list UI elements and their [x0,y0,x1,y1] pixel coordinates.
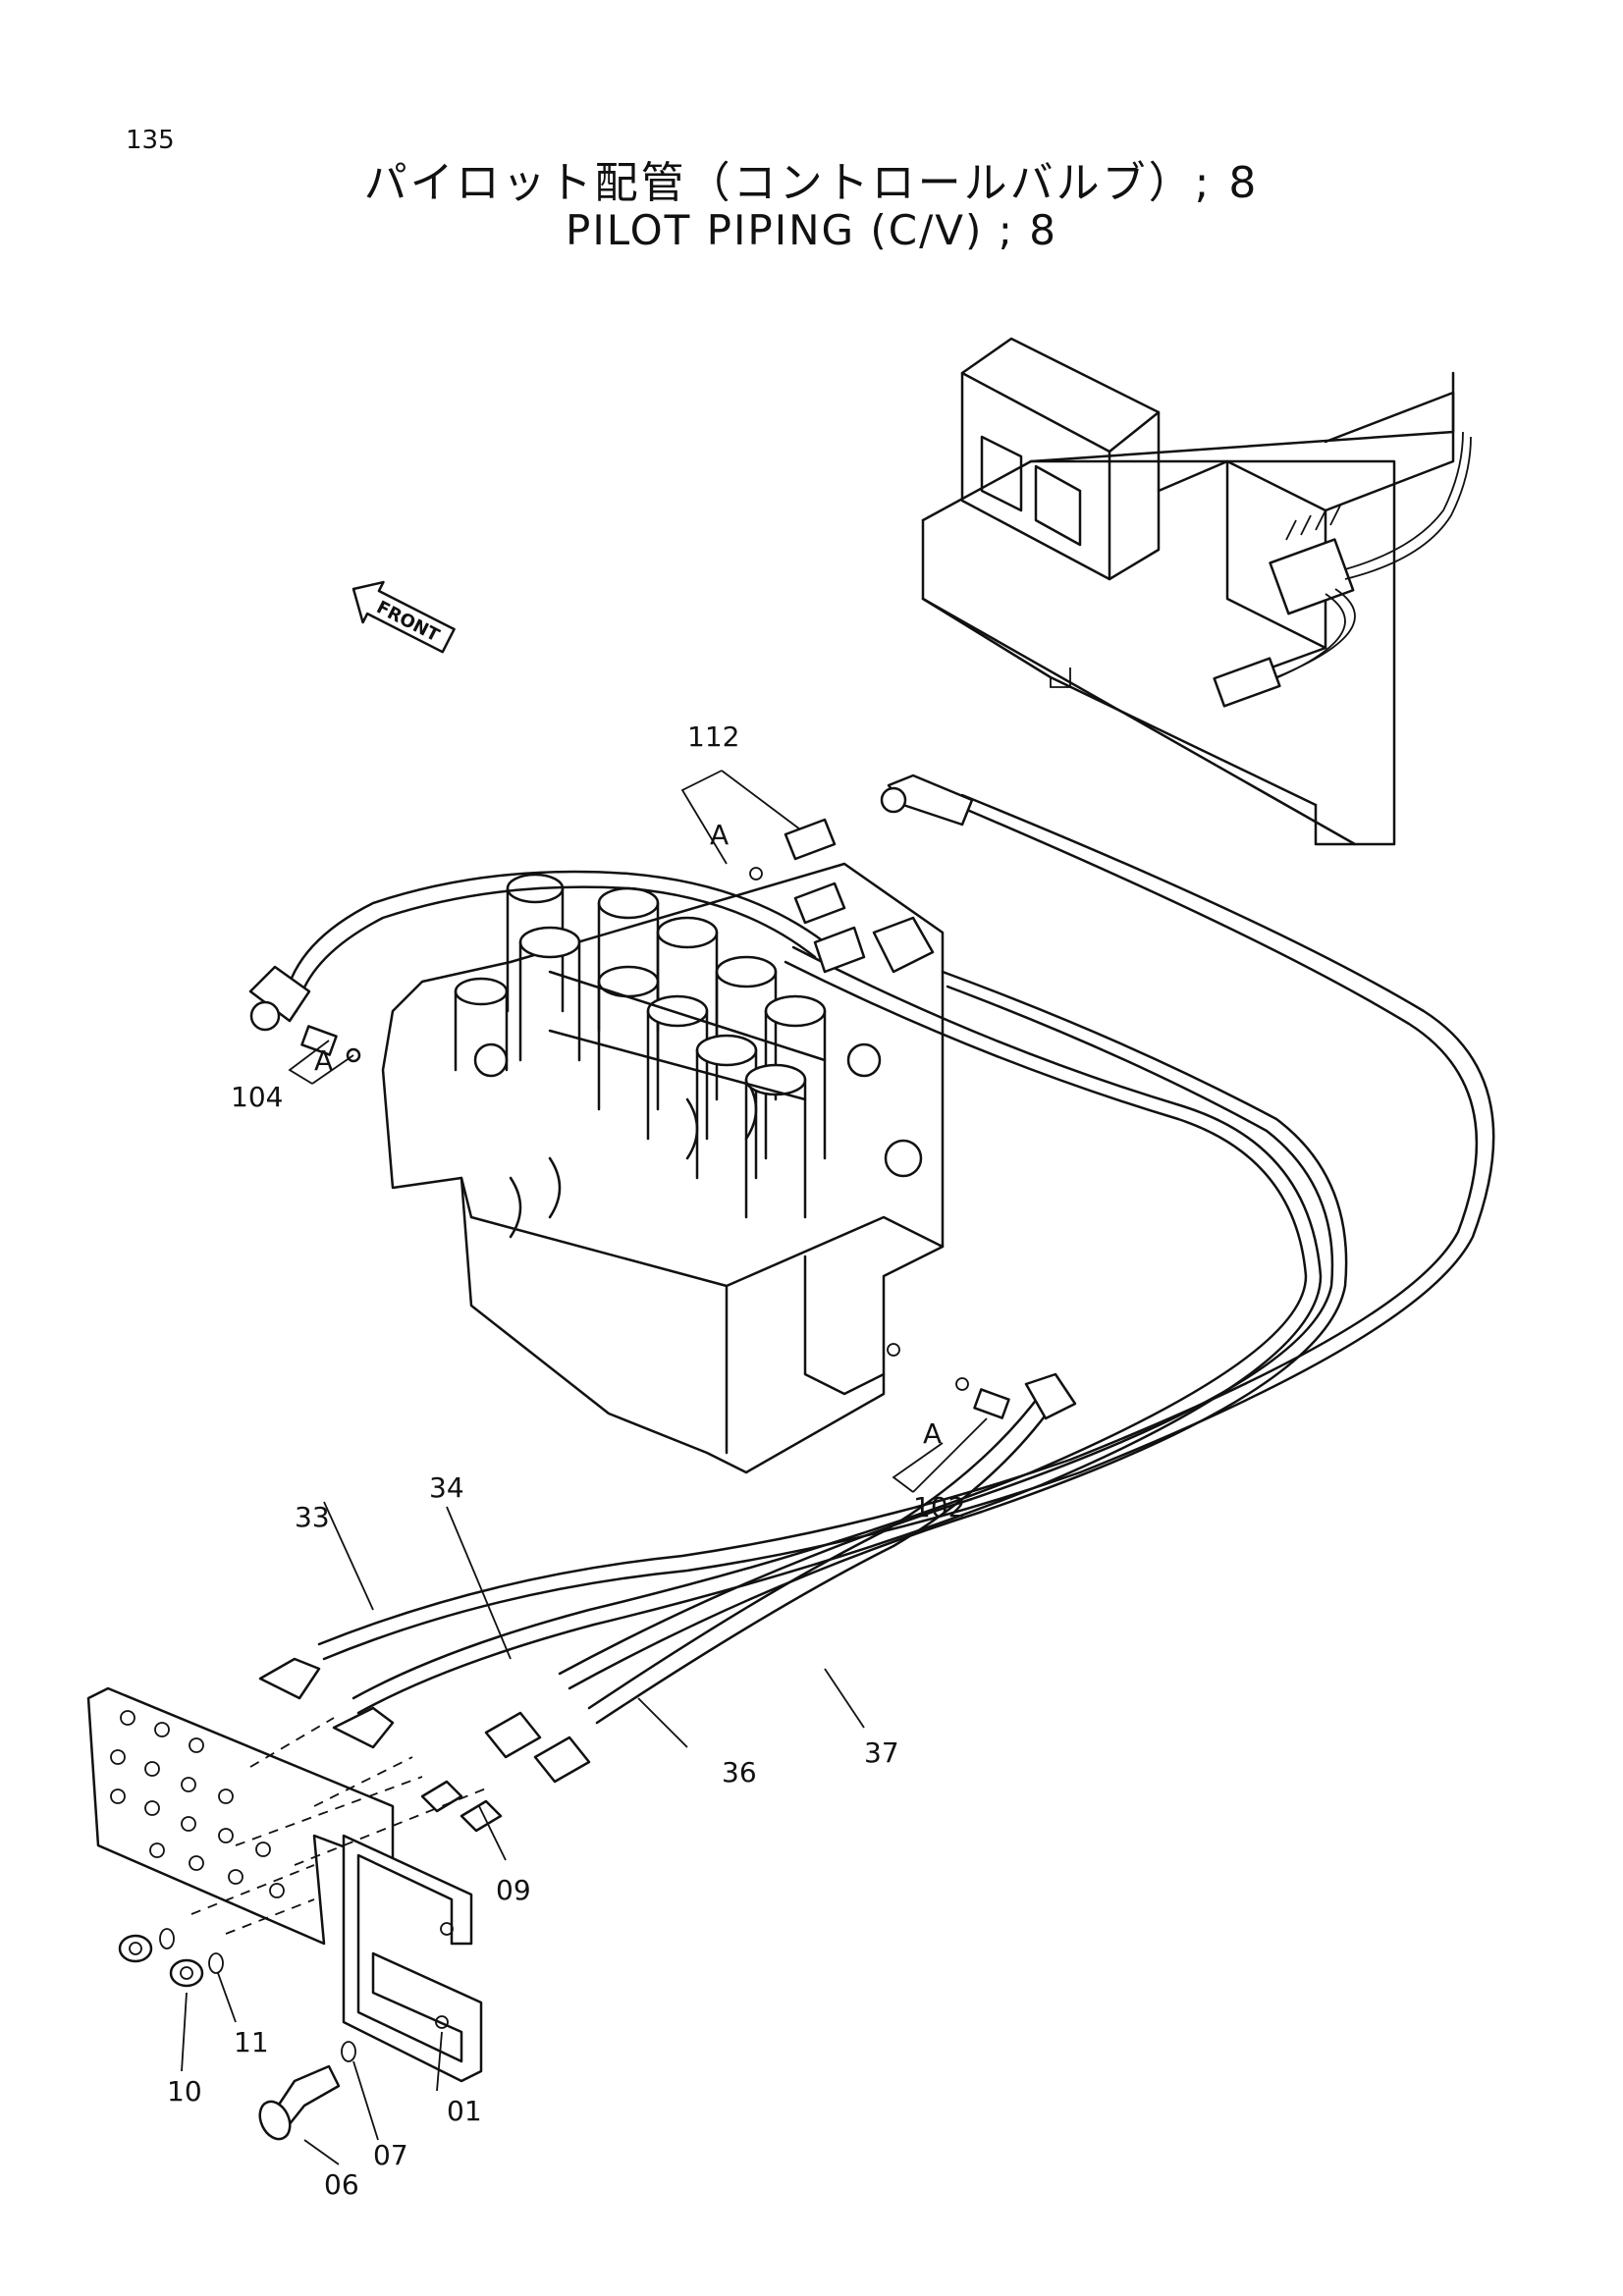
title-japanese: パイロット配管（コントロールバルブ）; 8 [363,158,1260,208]
part-label-11: 11 [234,2026,269,2058]
reference-mark-a-102: A [923,1417,942,1450]
part-label-33: 33 [295,1501,330,1533]
fittings [248,774,1077,1833]
control-valve [381,862,945,1474]
part-label-01: 01 [447,2095,482,2127]
mounting-plate [86,1686,492,2083]
part-label-07: 07 [373,2139,408,2171]
part-label-34: 34 [429,1471,464,1504]
leader-lines [181,770,988,2165]
part-label-112: 112 [687,721,739,753]
part-label-09: 09 [496,1874,531,1906]
part-label-104: 104 [231,1081,283,1113]
reference-mark-a-104: A [314,1044,333,1077]
part-label-102: 102 [913,1491,965,1523]
part-labels: 112 104 102 33 34 36 37 09 10 11 01 06 0… [167,721,965,2201]
page-number: 135 [126,126,175,155]
part-label-10: 10 [167,2075,202,2108]
machine-inset [921,337,1472,846]
hardware [118,1928,356,2141]
front-arrow: FRONT [352,580,456,654]
hoses [283,793,1495,1725]
part-label-37: 37 [864,1736,899,1769]
reference-marks: A A A [314,819,942,1450]
title-english: PILOT PIPING (C/V) ; 8 [566,206,1057,254]
reference-mark-a-112: A [710,819,729,851]
part-label-36: 36 [722,1756,757,1789]
part-label-06: 06 [324,2168,359,2201]
